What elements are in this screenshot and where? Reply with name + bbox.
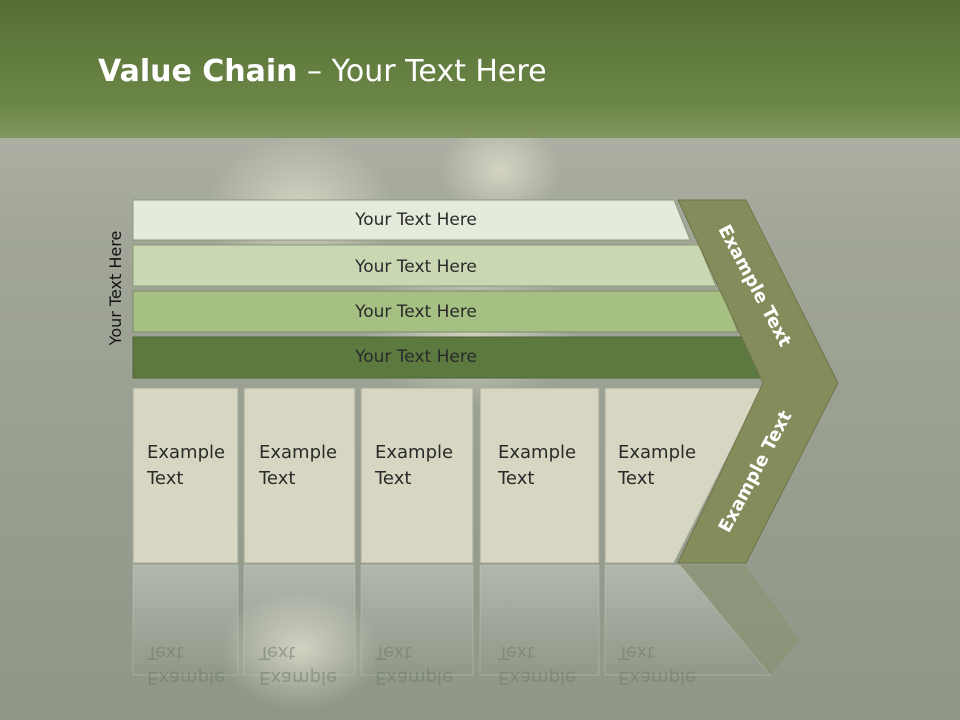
bar-1[interactable]: Your Text Here [132,199,691,241]
cell-line-1: Example [259,442,337,463]
cell-4[interactable]: Example Text [479,387,600,564]
cell-line-2: Text [374,468,411,489]
bar-2[interactable]: Your Text Here [132,244,717,287]
bar-4[interactable]: Your Text Here [132,336,763,379]
cell-line-2: Text [258,468,295,489]
cell-line-1: Example [375,442,453,463]
cell-2[interactable]: Example Text [243,387,356,564]
reflection: Example Text Example Text Example Text E… [132,564,800,688]
cell-1[interactable]: Example Text [132,387,239,564]
reflection-text: Example [375,667,453,688]
cell-line-2: Text [146,468,183,489]
reflection-text: Example [618,667,696,688]
reflection-text: Example [147,667,225,688]
reflection-text: Text [146,642,183,663]
title-bold: Value Chain [98,54,298,89]
cell-line-1: Example [498,442,576,463]
bar-label: Your Text Here [354,257,477,277]
reflection-text: Text [497,642,534,663]
cell-3[interactable]: Example Text [360,387,474,564]
reflection-text: Example [498,667,576,688]
cell-line-2: Text [497,468,534,489]
cell-line-1: Example [618,442,696,463]
reflection-text: Text [374,642,411,663]
reflection-text: Text [258,642,295,663]
cell-line-2: Text [617,468,654,489]
bar-3[interactable]: Your Text Here [132,290,739,333]
bar-label: Your Text Here [354,210,477,230]
cell-line-1: Example [147,442,225,463]
reflection-text: Example [259,667,337,688]
bar-label: Your Text Here [354,347,477,367]
title-rest: – Your Text Here [297,54,547,89]
cell-5[interactable]: Example Text [604,387,763,564]
page-title: Value Chain – Your Text Here [98,54,547,89]
reflection-text: Text [617,642,654,663]
bar-label: Your Text Here [354,302,477,322]
